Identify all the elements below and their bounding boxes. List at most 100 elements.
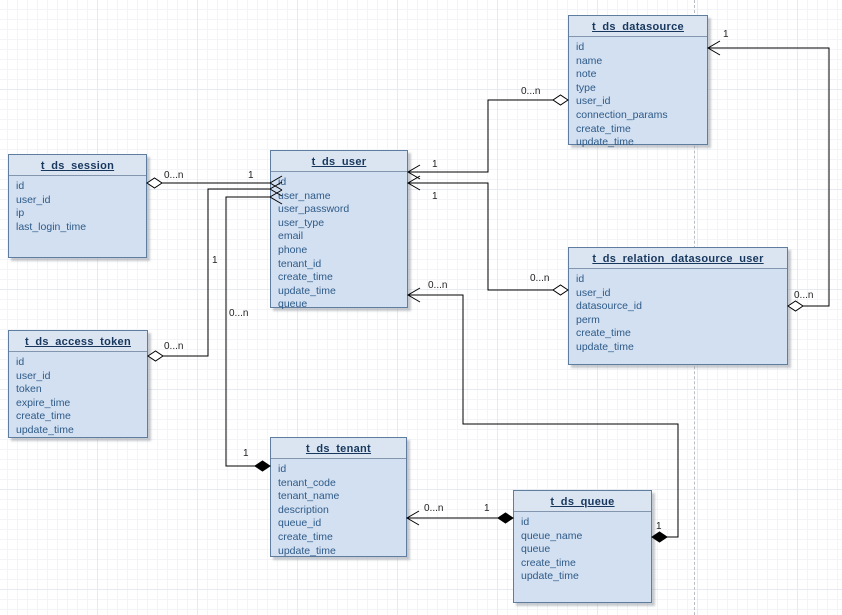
field-row: id — [576, 41, 585, 53]
field-row: create_time — [278, 530, 333, 543]
table-title-bar: t_ds_access_token — [9, 331, 147, 352]
field-row: datasource_id — [576, 300, 642, 313]
field-row: id — [521, 516, 530, 528]
field-row: user_password — [278, 203, 350, 216]
open-arrow-icon — [707, 40, 721, 56]
table-title: t_ds_access_token — [25, 336, 131, 348]
cardinality-label: 0...n — [521, 86, 540, 97]
field-row: last_login_time — [16, 220, 87, 233]
relation-relation-datasource-user-user[interactable]: 0...n 1 — [407, 175, 569, 296]
open-diamond-icon — [787, 300, 804, 312]
field-row: note — [576, 68, 597, 81]
field-row: id — [16, 356, 25, 368]
field-row: perm — [576, 313, 600, 326]
field-row: tenant_code — [278, 476, 336, 489]
relation-access-token-user[interactable]: 0...n 1 — [147, 181, 283, 362]
cardinality-label: 1 — [656, 521, 662, 532]
field-row: connection_params — [576, 108, 668, 121]
cardinality-label: 0...n — [164, 341, 183, 352]
cardinality-label: 1 — [484, 503, 490, 514]
field-row: tenant_id — [278, 257, 322, 270]
table-title: t_ds_queue — [550, 496, 615, 508]
cardinality-label: 0...n — [530, 273, 549, 284]
field-row: create_time — [278, 271, 333, 284]
open-diamond-icon — [146, 177, 163, 189]
cardinality-label: 1 — [723, 29, 729, 40]
cardinality-label: 1 — [248, 170, 254, 181]
field-row: id — [576, 273, 585, 285]
field-row: create_time — [521, 556, 576, 569]
table-title: t_ds_tenant — [305, 443, 372, 455]
table-title-bar: t_ds_queue — [514, 491, 651, 512]
field-row: id — [16, 180, 25, 192]
cardinality-label: 0...n — [229, 308, 248, 319]
filled-diamond-icon — [254, 460, 271, 472]
field-row: create_time — [576, 327, 631, 340]
cardinality-label: 0...n — [794, 290, 813, 301]
open-diamond-icon — [147, 350, 164, 362]
filled-diamond-icon — [497, 512, 514, 524]
cardinality-label: 1 — [432, 159, 438, 170]
relation-line[interactable] — [225, 196, 270, 467]
open-arrow-icon — [407, 164, 421, 180]
field-row: type — [576, 81, 596, 94]
cardinality-label: 1 — [212, 255, 218, 266]
table-title-bar: t_ds_datasource — [569, 16, 707, 37]
cardinality-label: 1 — [243, 448, 249, 459]
table-title-bar: t_ds_tenant — [271, 438, 406, 459]
relation-queue-tenant[interactable]: 1 0...n — [406, 503, 514, 526]
relation-line[interactable] — [408, 99, 553, 173]
field-row: user_id — [576, 286, 611, 299]
field-row: name — [576, 54, 603, 67]
cardinality-label: 0...n — [164, 170, 183, 181]
field-row: user_id — [16, 369, 51, 382]
relation-line[interactable] — [163, 188, 270, 357]
table-title: t_ds_relation_datasource_user — [592, 253, 764, 265]
field-row: update_time — [278, 544, 336, 557]
field-row: email — [278, 230, 304, 243]
field-row: create_time — [576, 122, 631, 135]
open-diamond-icon — [552, 94, 569, 106]
field-row: queue — [521, 543, 551, 556]
field-row: update_time — [576, 136, 634, 149]
cardinality-label: 0...n — [428, 280, 447, 291]
table-title-bar: t_ds_relation_datasource_user — [569, 248, 787, 269]
field-row: queue — [278, 298, 308, 311]
field-row: ip — [16, 207, 25, 220]
field-row: update_time — [278, 284, 336, 297]
filled-diamond-icon — [651, 531, 668, 543]
field-row: create_time — [16, 410, 71, 423]
open-arrow-icon — [407, 175, 421, 191]
field-row: user_id — [576, 95, 611, 108]
relation-session-user[interactable]: 0...n 1 — [146, 170, 283, 191]
field-row: user_name — [278, 189, 331, 202]
table-title: t_ds_datasource — [592, 21, 684, 33]
field-row: queue_name — [521, 529, 583, 542]
field-row: tenant_name — [278, 490, 340, 503]
table-title: t_ds_session — [40, 160, 115, 172]
field-row: user_id — [16, 193, 51, 206]
field-row: user_type — [278, 216, 325, 229]
table-title: t_ds_user — [311, 156, 367, 168]
open-arrow-icon — [406, 510, 420, 526]
relation-datasource-user[interactable]: 0...n 1 — [407, 86, 569, 180]
field-row: phone — [278, 243, 308, 256]
field-row: token — [16, 383, 42, 396]
relation-line[interactable] — [408, 182, 553, 291]
field-row: description — [278, 503, 329, 516]
